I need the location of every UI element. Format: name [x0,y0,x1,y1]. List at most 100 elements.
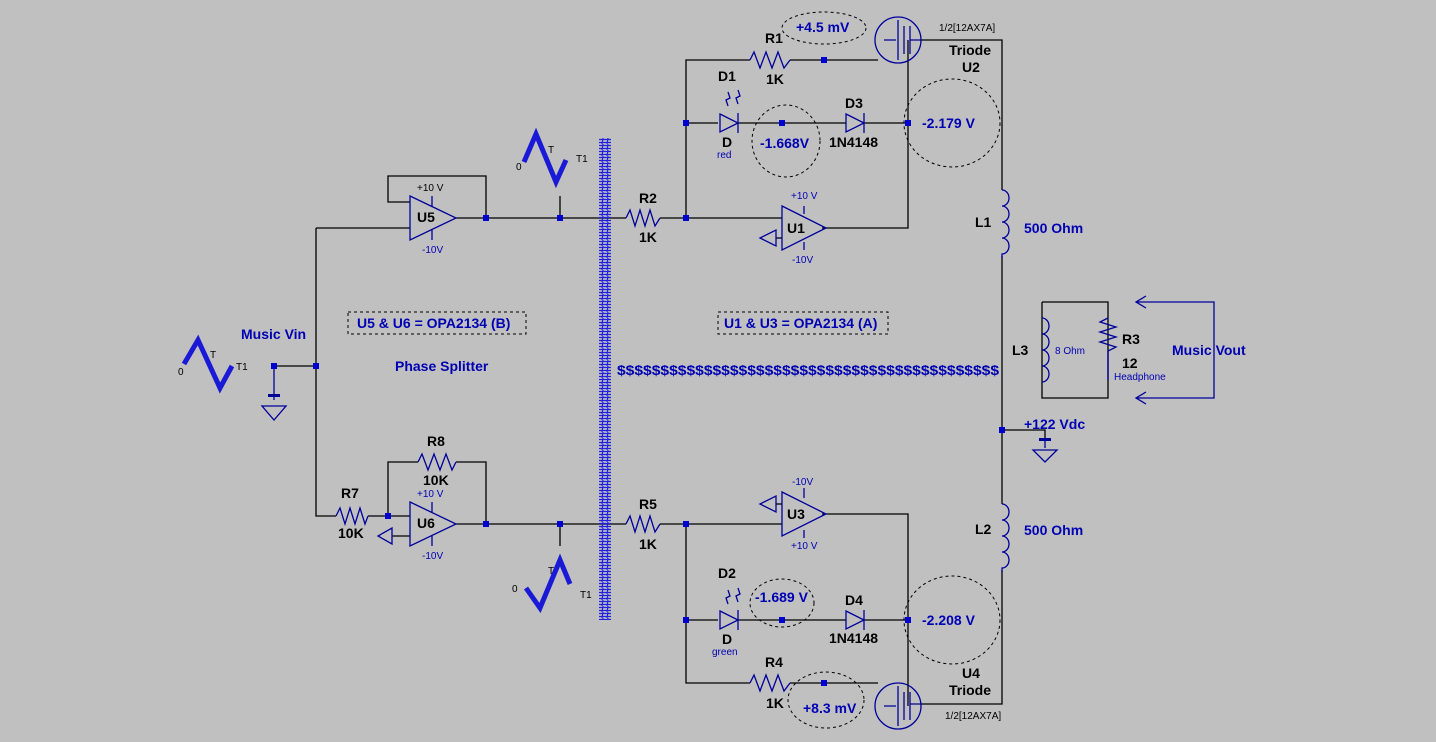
top-zero: 0 [516,162,522,173]
d2-type: D [722,631,732,647]
d1-type: D [722,134,732,150]
phase-splitter-label: Phase Splitter [395,358,489,374]
label-box-u5u6 [347,311,527,335]
u5-name: U5 [417,209,435,225]
resistor-r7 [335,505,369,527]
opamp-u5 [409,194,458,242]
reading-r4-node: +8.3 mV [803,700,857,716]
diode-d2 [719,587,741,631]
u5-vpos: +10 V [417,183,444,194]
reading-d1-node: -1.668V [760,135,810,151]
source-top [521,127,569,189]
opamp-u1 [758,204,828,252]
u3-vneg: -10V [792,477,813,488]
r8-name: R8 [427,433,445,449]
bottom-zero: 0 [512,584,518,595]
u6-vneg: -10V [422,551,443,562]
r5-name: R5 [639,496,657,512]
music-vin-label: Music Vin [241,326,306,342]
d1-name: D1 [718,68,736,84]
resistor-r5 [625,513,661,535]
source-bottom [523,553,573,614]
r2-name: R2 [639,190,657,206]
u1-name: U1 [787,220,805,236]
probe-ellipse-u4 [903,575,1001,665]
bottom-t1: T1 [580,590,592,601]
resistor-r3 [1097,317,1119,380]
probe-ellipse-d2 [749,578,815,628]
r7-value: 10K [338,525,364,541]
probe-ellipse-r1 [781,11,867,45]
u6-name: U6 [417,515,435,531]
u2-model: 1/2[12AX7A] [939,23,995,34]
opamp-u6 [376,500,458,548]
triode-u4 [874,682,922,730]
l1-value: 500 Ohm [1024,220,1083,236]
d4-type: 1N4148 [829,630,878,646]
probe-ellipse-u2 [903,78,1001,168]
reading-r1-node: +4.5 mV [796,19,850,35]
music-vout-label: Music Vout [1172,342,1246,358]
r7-name: R7 [341,485,359,501]
u2-name: U2 [962,59,980,75]
vin-zero: 0 [178,367,184,378]
vin-t1: T1 [236,362,248,373]
vin-t: T [210,350,216,361]
u4-model: 1/2[12AX7A] [945,711,1001,722]
triode-u2 [874,16,922,64]
r3-note: Headphone [1114,372,1166,383]
reading-u2-grid: -2.179 V [922,115,976,131]
d2-name: D2 [718,565,736,581]
u1u3-label: U1 & U3 = OPA2134 (A) [724,315,877,331]
inductor-l3 [1041,317,1050,383]
supply-label: +122 Vdc [1024,416,1085,432]
probe-ellipse-d1 [751,104,821,178]
junctions [271,57,1005,686]
u1-vneg: -10V [792,255,813,266]
d1-color: red [717,150,731,161]
r1-value: 1K [766,71,784,87]
dollar-row: $$$$$$$$$$$$$$$$$$$$$$$$$$$$$$$$$$$$$$$$… [617,362,999,378]
inductor-l2 [1001,503,1010,572]
r1-name: R1 [765,30,783,46]
bottom-t: T [548,566,554,577]
l3-value: 8 Ohm [1055,346,1085,357]
r3-value: 12 [1122,355,1138,371]
vout-arrows [1134,295,1215,405]
label-box-u1u3 [717,311,889,335]
u5u6-label: U5 & U6 = OPA2134 (B) [357,315,510,331]
resistor-r1 [749,50,791,70]
probe-ellipse-r4 [787,671,865,729]
hatched-bar [599,138,611,620]
wires [274,39,1109,706]
opamp-u3 [758,488,828,538]
top-t1: T1 [576,154,588,165]
u6-vpos: +10 V [417,489,444,500]
inductor-l1 [1001,189,1010,258]
l3-name: L3 [1012,342,1029,358]
u3-vpos: +10 V [791,541,818,552]
r2-value: 1K [639,229,657,245]
diode-d1 [719,89,741,134]
u5-vneg: -10V [422,245,443,256]
resistor-r2 [625,207,661,229]
r5-value: 1K [639,536,657,552]
d2-color: green [712,647,738,658]
diode-d3 [845,112,866,134]
u4-type: Triode [949,682,991,698]
l1-name: L1 [975,214,992,230]
r8-value: 10K [423,472,449,488]
r4-value: 1K [766,695,784,711]
r4-name: R4 [765,654,783,670]
resistor-r8 [417,452,457,472]
u3-name: U3 [787,506,805,522]
top-t: T [548,145,554,156]
reading-d2-node: -1.689 V [755,589,809,605]
diode-d4 [845,609,866,631]
u4-name: U4 [962,665,980,681]
d3-type: 1N4148 [829,134,878,150]
l2-value: 500 Ohm [1024,522,1083,538]
u1-vpos: +10 V [791,191,818,202]
reading-u4-grid: -2.208 V [922,612,976,628]
